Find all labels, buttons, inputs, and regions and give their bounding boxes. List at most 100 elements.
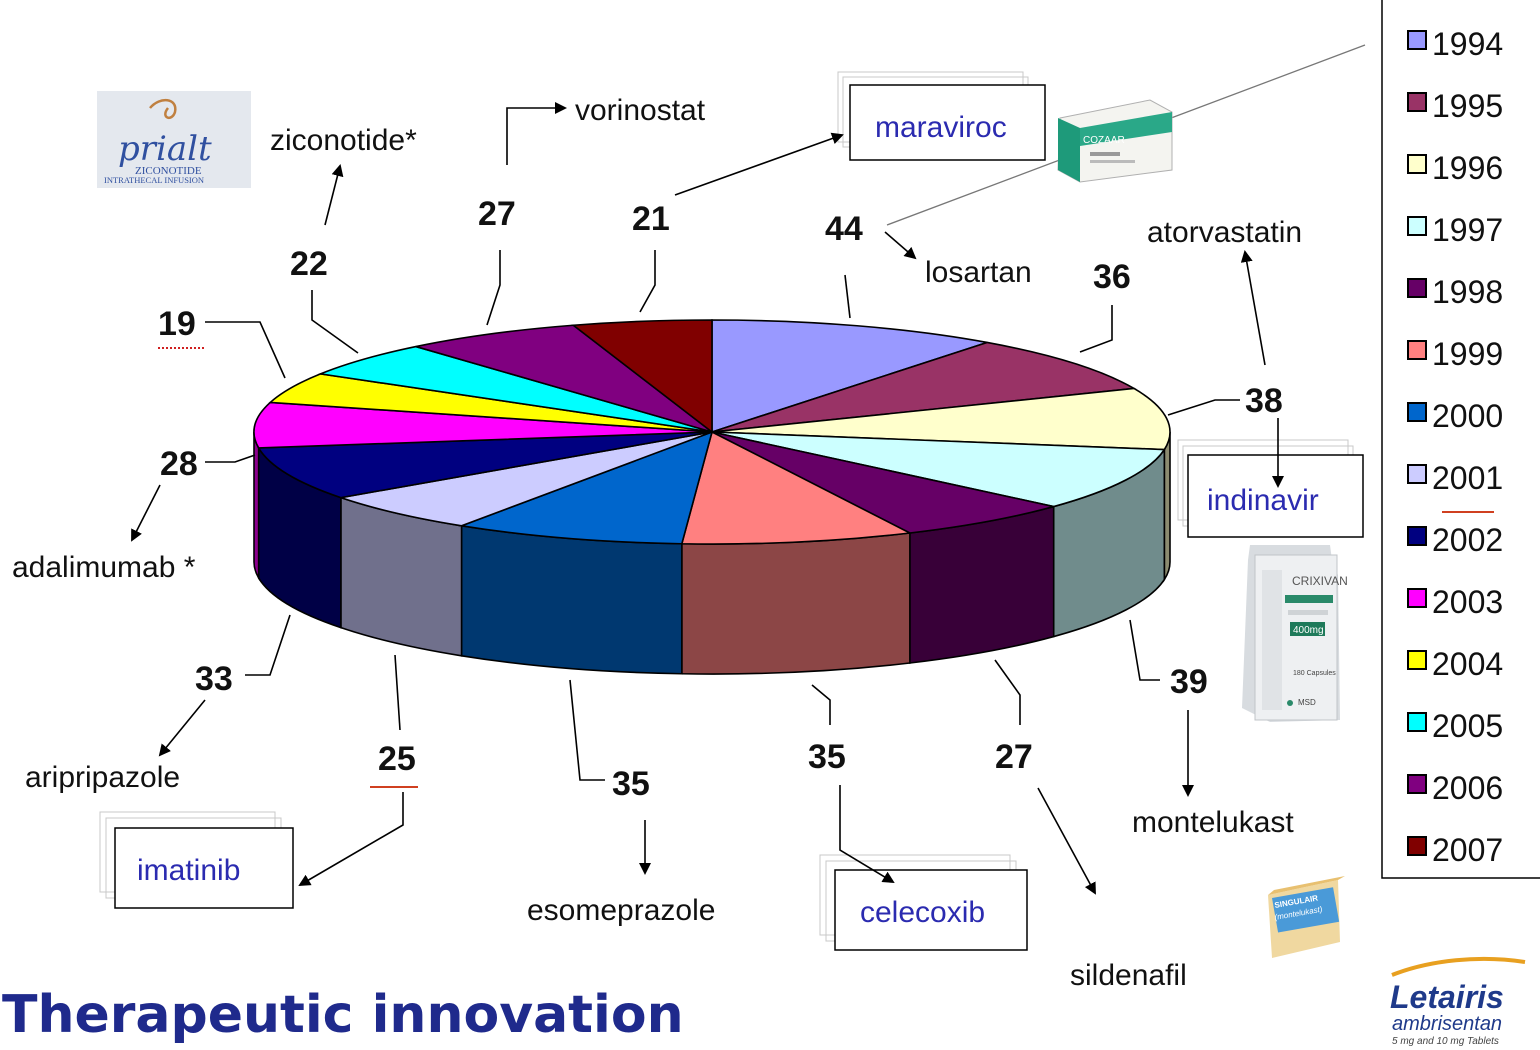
legend-label-2003: 2003 [1432,584,1503,620]
pie-slice-2006 [415,324,713,433]
drug-label-atorvastatin: atorvastatin [1147,216,1302,249]
legend-label-2007: 2007 [1432,832,1503,868]
legend-swatch-1995 [1407,92,1427,112]
value-label-2002: 33 [195,660,233,698]
legend-label-1995: 1995 [1432,88,1503,124]
arrow-celecoxib [839,785,895,884]
drug-label-adalimumab: adalimumab * [12,551,196,584]
arrow-aripripazole [158,699,206,757]
legend-item-2000: 2000 [1407,398,1503,434]
legend-item-1996: 1996 [1407,150,1503,186]
pie-top-layer [253,319,1171,545]
legend-item-2004: 2004 [1407,646,1503,682]
pie-slice-2003 [253,401,713,449]
pie-side-1996 [1163,431,1171,583]
legend-swatch-1998 [1407,278,1427,298]
arrow-atorvastatin [1240,250,1266,366]
pie-slice-1994 [711,319,988,434]
crixivan-count: 180 Capsules [1293,670,1336,677]
pie-side-2000 [460,524,683,675]
crixivan-brand: CRIXIVAN [1292,574,1348,588]
arrow-maraviroc [674,132,844,196]
pie-slice-1996 [711,387,1171,451]
pie-slice-2002 [257,431,713,499]
value-label-2000: 35 [612,765,650,803]
value-label-2006: 27 [478,195,516,233]
legend-label-2000: 2000 [1432,398,1503,434]
pie-side-1999 [681,532,911,675]
arrow-vorinostat [506,102,567,165]
legend-swatch-1997 [1407,216,1427,236]
legend-item-2003: 2003 [1407,584,1503,620]
legend-swatch-2006 [1407,774,1427,794]
drug-labels: vorinostat ziconotide* losartan atorvast… [12,94,1302,992]
legend-swatch-2000 [1407,402,1427,422]
pie-side-layer [253,431,1171,675]
maraviroc-box: maraviroc [837,71,1046,161]
prialt-line2: INTRATHECAL INFUSION [104,175,204,185]
legend-label-2001: 2001 [1432,460,1503,496]
letairis-logo: Letairis ambrisentan 5 mg and 10 mg Tabl… [1390,956,1526,1047]
value-label-2004: 19 [158,305,196,343]
legend-item-2001: 2001 [1407,460,1503,496]
imatinib-box: imatinib [99,811,294,909]
value-labels: 44 36 38 39 27 35 35 25 33 28 19 22 27 2… [158,195,1283,803]
legend-swatch-2002 [1407,526,1427,546]
legend-swatch-2007 [1407,836,1427,856]
legend-label-1998: 1998 [1432,274,1503,310]
boxed-labels: maraviroc indinavir imatinib celecoxib [99,71,1364,951]
legend-swatch-2004 [1407,650,1427,670]
legend-item-1998: 1998 [1407,274,1503,310]
arrow-sildenafil [1037,787,1096,895]
legend-item-2002: 2002 [1407,522,1503,558]
value-label-2005: 22 [290,245,328,283]
arrow-imatinib [298,792,404,887]
singulair-box-image: SINGULAIR (montelukast) [1268,876,1345,958]
value-label-2007: 21 [632,200,670,238]
value-label-1997: 39 [1170,663,1208,701]
value-label-2003: 28 [160,445,198,483]
prialt-logo: prialt ZICONOTIDE INTRATHECAL INFUSION [97,91,251,188]
legend-label-1997: 1997 [1432,212,1503,248]
legend-item-2007: 2007 [1407,832,1503,868]
drug-label-losartan: losartan [925,256,1032,289]
value-label-1998: 27 [995,738,1033,776]
legend-label-2005: 2005 [1432,708,1503,744]
legend-item-1994: 1994 [1407,26,1503,62]
value-label-1996: 38 [1245,382,1283,420]
pie-slice-1999 [680,430,913,545]
drug-label-esomeprazole: esomeprazole [527,894,715,927]
legend-swatch-2001 [1407,464,1427,484]
legend-label-1994: 1994 [1432,26,1503,62]
drug-label-maraviroc: maraviroc [875,111,1007,144]
cozaar-box-image: COZAAR [1057,99,1173,183]
legend-label-1996: 1996 [1432,150,1503,186]
legend-item-2006: 2006 [1407,770,1503,806]
legend-item-1995: 1995 [1407,88,1503,124]
drug-label-ziconotide: ziconotide* [270,124,417,157]
drug-label-vorinostat: vorinostat [575,94,706,127]
legend-swatch-2005 [1407,712,1427,732]
celecoxib-box: celecoxib [819,854,1028,951]
arrows [131,102,1284,895]
drug-label-sildenafil: sildenafil [1070,959,1187,992]
value-label-2001: 25 [378,740,416,778]
value-label-1999: 35 [808,738,846,776]
pie-slice-1997 [711,431,1166,508]
pie-side-2003 [253,431,260,581]
page-title: Therapeutic innovation [2,985,684,1045]
value-label-1994: 44 [825,210,863,248]
crixivan-maker: MSD [1298,698,1316,707]
pie-slice-2007 [571,319,713,434]
legend-label-2002: 2002 [1432,522,1503,558]
legend-label-2006: 2006 [1432,770,1503,806]
arrow-losartan [884,231,917,260]
legend-swatch-1994 [1407,30,1427,50]
pie-slice-1995 [711,341,1137,433]
drug-label-aripripazole: aripripazole [25,761,180,794]
letairis-generic: ambrisentan [1392,1013,1502,1035]
indinavir-box: indinavir [1177,439,1364,538]
legend-label-1999: 1999 [1432,336,1503,372]
value-label-1995: 36 [1093,258,1131,296]
